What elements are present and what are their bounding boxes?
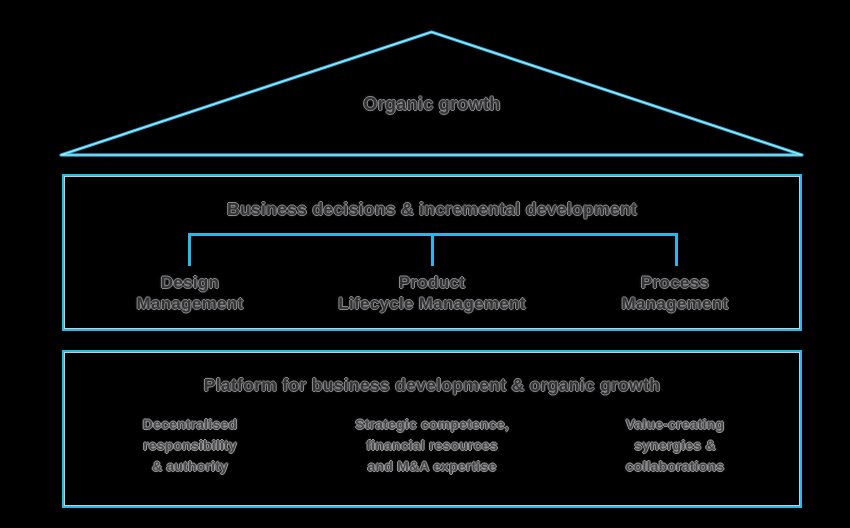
middle-section-box: Business decisions & incremental develop… xyxy=(62,174,802,331)
branch-label-line: Process xyxy=(640,273,710,292)
platform-section-title: Platform for business development & orga… xyxy=(203,375,661,395)
branch-label-line: Management xyxy=(136,294,244,313)
pillar-text-line: Value-creating xyxy=(625,416,725,432)
branch-process-management: Process Management xyxy=(565,272,785,314)
branch-label-line: Lifecycle Management xyxy=(338,294,526,313)
branch-product-lifecycle-management: Product Lifecycle Management xyxy=(302,272,562,314)
platform-section-box: Platform for business development & orga… xyxy=(62,350,802,508)
pillar-text-line: and M&A expertise xyxy=(367,458,497,474)
bracket-drop-center xyxy=(431,233,434,266)
roof-triangle-outline xyxy=(59,30,804,157)
pillar-text-line: synergies & xyxy=(634,437,716,453)
roof-label: Organic growth xyxy=(363,94,501,114)
branch-label-line: Management xyxy=(621,294,729,313)
pillar-text-line: financial resources xyxy=(366,437,498,453)
bracket-drop-left xyxy=(188,233,191,266)
pillar-decentralised-responsibility: Decentralised responsibility & authority xyxy=(80,414,300,477)
branch-label-line: Design xyxy=(160,273,220,292)
bracket-drop-right xyxy=(675,233,678,266)
pillar-text-line: responsibility xyxy=(143,437,237,453)
middle-section-title: Business decisions & incremental develop… xyxy=(227,199,637,219)
pillar-value-creating-synergies: Value-creating synergies & collaboration… xyxy=(565,414,785,477)
pillar-text-line: Strategic competence, xyxy=(355,416,509,432)
pillar-strategic-competence: Strategic competence, financial resource… xyxy=(302,414,562,477)
pillar-text-line: Decentralised xyxy=(142,416,238,432)
pillar-text-line: collaborations xyxy=(625,458,725,474)
branch-label-line: Product xyxy=(398,273,466,292)
pillar-text-line: & authority xyxy=(151,458,229,474)
branch-design-management: Design Management xyxy=(90,272,290,314)
